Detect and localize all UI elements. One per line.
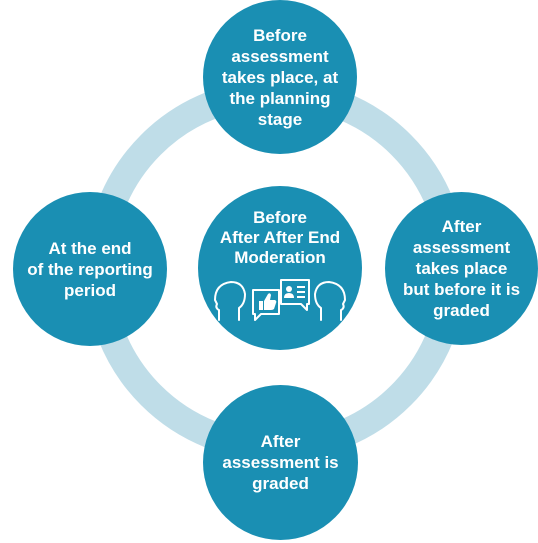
stage-after-graded-label: After assessment is graded: [222, 432, 339, 493]
center-moderation: Before After After End Moderation: [198, 186, 362, 350]
stage-before-planning-label: Before assessment takes place, at the pl…: [221, 25, 339, 129]
stage-before-planning: Before assessment takes place, at the pl…: [203, 0, 357, 154]
stage-after-before-graded: After assessment takes place but before …: [385, 192, 538, 345]
stage-after-before-graded-label: After assessment takes place but before …: [402, 217, 521, 320]
center-moderation-label: Before After After End Moderation: [219, 208, 341, 267]
stage-end-of-reporting: At the end of the reporting period: [13, 192, 167, 346]
discussion-icon: [214, 279, 346, 321]
stage-after-graded: After assessment is graded: [203, 385, 358, 540]
stage-end-of-reporting-label: At the end of the reporting period: [27, 238, 153, 300]
